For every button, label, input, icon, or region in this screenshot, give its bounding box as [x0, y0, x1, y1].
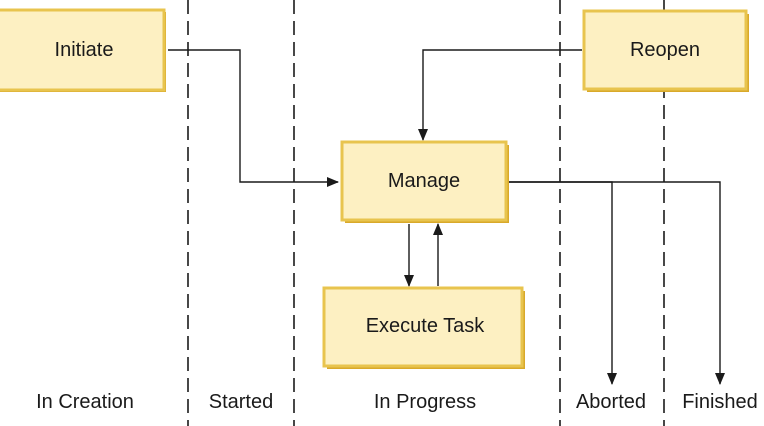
manage-node: Manage: [340, 140, 509, 223]
edge-manage-to-finished: [508, 181, 725, 385]
reopen-label: Reopen: [630, 39, 700, 61]
edge-initiate-to-manage: [168, 49, 339, 187]
edge-reopen-to-manage: [418, 49, 582, 141]
manage-label: Manage: [388, 170, 460, 192]
phase-started: Started: [209, 391, 273, 413]
phase-in-progress: In Progress: [374, 391, 476, 413]
execute-task-label: Execute Task: [366, 315, 486, 337]
execute-task-node: Execute Task: [322, 286, 525, 369]
reopen-node: Reopen: [582, 9, 749, 92]
initiate-node: Initiate: [0, 8, 166, 92]
phase-finished: Finished: [682, 391, 758, 413]
phase-in-creation: In Creation: [36, 391, 134, 413]
phase-aborted: Aborted: [576, 391, 646, 413]
initiate-label: Initiate: [55, 39, 114, 61]
